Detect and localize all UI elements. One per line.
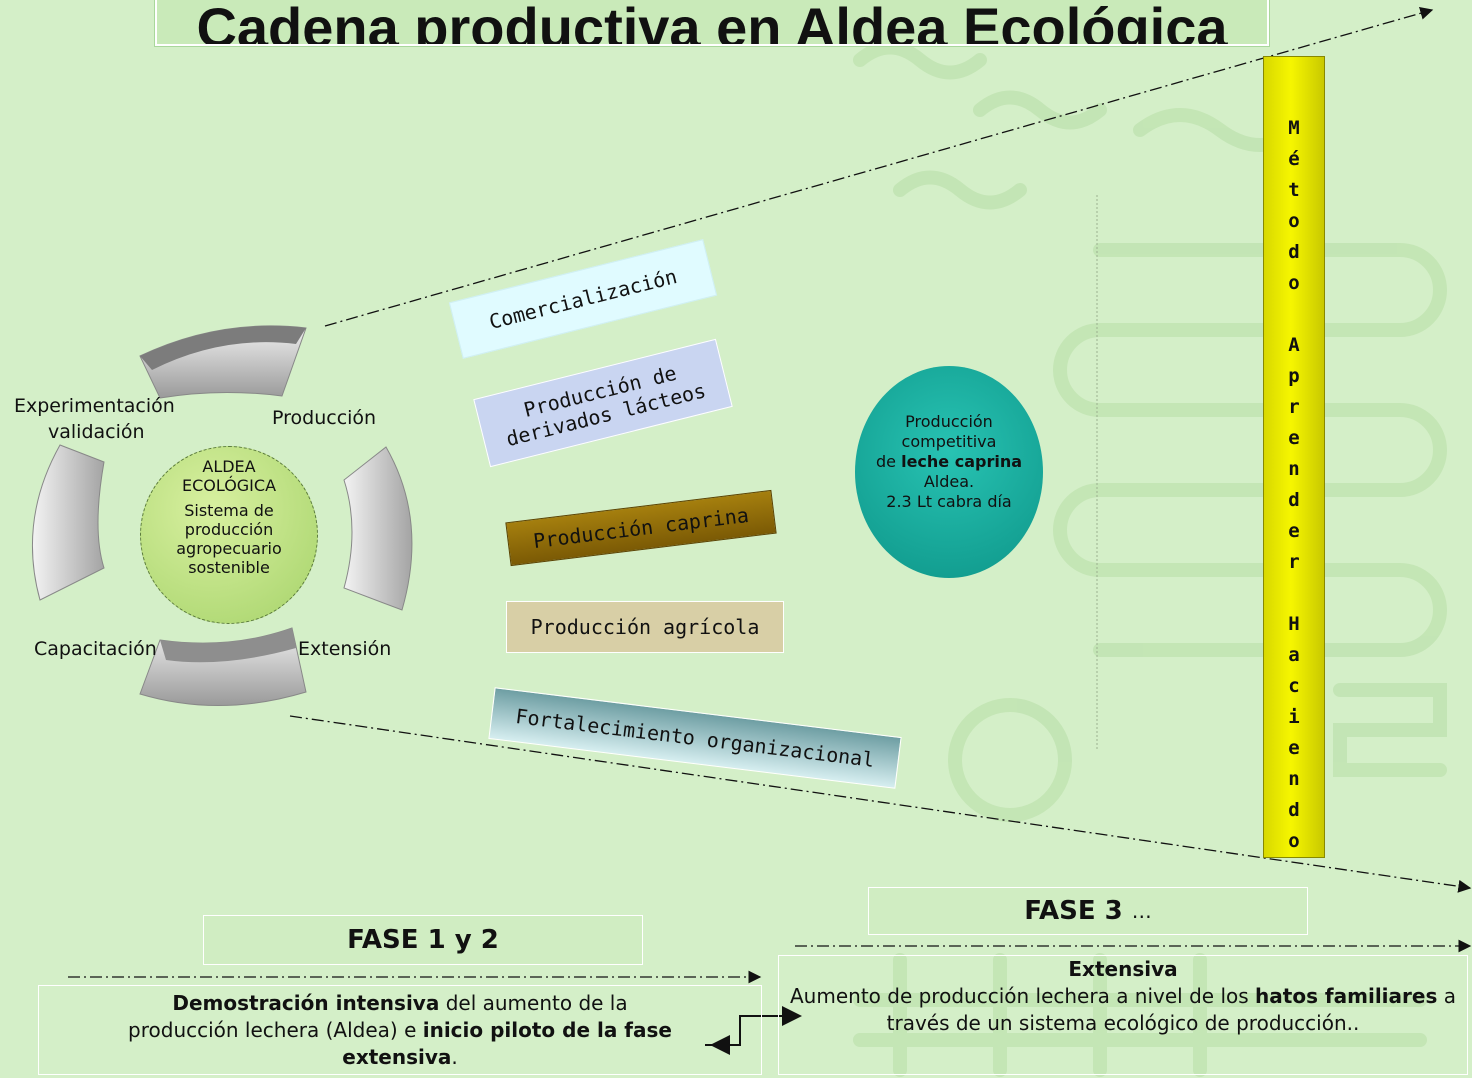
- method-letter: d: [1288, 489, 1300, 511]
- method-letter: n: [1288, 458, 1300, 480]
- label-experimentacion: Experimentación: [14, 395, 175, 417]
- method-letter: o: [1288, 272, 1300, 294]
- cycle-segment-top: [139, 325, 307, 399]
- method-letter: p: [1288, 365, 1300, 387]
- cycle-segment-left: [32, 444, 105, 601]
- method-letter: e: [1288, 520, 1300, 542]
- label-capacitacion: Capacitación: [34, 638, 157, 660]
- title-banner: Cadena productiva en Aldea Ecológica: [155, 0, 1269, 46]
- lower-dashed-arrow: [289, 715, 1472, 893]
- hub-title-line1: ALDEA: [202, 457, 256, 476]
- goal-line3a: de: [875, 452, 902, 471]
- method-letter: A: [1288, 334, 1300, 356]
- method-letter: o: [1288, 830, 1300, 852]
- fase3-heading: Extensiva: [1068, 957, 1178, 981]
- method-letter: d: [1288, 799, 1300, 821]
- fase12-bold2: inicio piloto de la fase extensiva: [342, 1018, 672, 1069]
- fase3-bold1: hatos familiares: [1255, 984, 1438, 1008]
- method-letter: é: [1288, 148, 1300, 170]
- cycle-segment-bottom: [139, 627, 307, 706]
- fase3-text1: Aumento de producción lechera a nivel de…: [790, 984, 1256, 1008]
- goal-line3b: leche caprina: [901, 452, 1023, 471]
- method-letter: e: [1288, 427, 1300, 449]
- method-letter: c: [1288, 675, 1300, 697]
- fase12-bold1: Demostración intensiva: [172, 991, 440, 1015]
- fase3-label: FASE 3: [1024, 896, 1123, 926]
- hub-sub-line2: producción: [184, 520, 274, 539]
- method-letter: i: [1288, 706, 1300, 728]
- goal-circle: Producción competitiva de leche caprina …: [855, 366, 1043, 578]
- page-title: Cadena productiva en Aldea Ecológica: [196, 0, 1228, 46]
- fase12-label: FASE 1 y 2: [347, 925, 499, 955]
- band-agricola-label: Producción agrícola: [530, 615, 760, 639]
- hub-title-line2: ECOLÓGICA: [181, 476, 277, 495]
- method-letter: r: [1288, 551, 1300, 573]
- method-letter: e: [1288, 737, 1300, 759]
- band-produccion-agricola: Producción agrícola: [506, 601, 784, 653]
- hub-sub-line1: Sistema de: [184, 501, 274, 520]
- fase3-label-box: FASE 3 …: [868, 887, 1308, 935]
- method-letter: M: [1288, 117, 1300, 139]
- fase12-label-box: FASE 1 y 2: [203, 915, 643, 965]
- method-letter: a: [1288, 644, 1300, 666]
- goal-line5: 2.3 Lt cabra día: [886, 492, 1012, 511]
- hub-sub-line4: sostenible: [188, 558, 270, 577]
- method-letter: r: [1288, 396, 1300, 418]
- label-extension: Extensión: [298, 638, 392, 660]
- method-letter: d: [1288, 241, 1300, 263]
- upper-dashed-arrow: [324, 6, 1434, 327]
- method-letter: n: [1288, 768, 1300, 790]
- hub-sub-line3: agropecuario: [176, 539, 282, 558]
- goal-line2: competitiva: [901, 432, 997, 451]
- fase12-description: Demostración intensiva del aumento de la…: [38, 985, 762, 1075]
- goal-line1: Producción: [905, 412, 993, 431]
- aldea-ecologica-hub: ALDEA ECOLÓGICA Sistema de producción ag…: [140, 446, 318, 624]
- method-letter: H: [1288, 613, 1300, 635]
- fase3-ellipsis: …: [1131, 899, 1152, 923]
- fase3-description: Extensiva Aumento de producción lechera …: [778, 955, 1468, 1075]
- cycle-segment-right: [343, 446, 413, 611]
- fase3-text2: a través de un sistema ecológico de prod…: [886, 984, 1456, 1035]
- fase12-text2: .: [451, 1045, 458, 1069]
- fase12-text1: del aumento de la producción lechera (Al…: [128, 991, 628, 1042]
- label-validacion: validación: [48, 421, 145, 443]
- label-produccion: Producción: [272, 407, 377, 429]
- goal-line4: Aldea.: [923, 472, 975, 491]
- method-letter: o: [1288, 210, 1300, 232]
- method-letter: t: [1288, 179, 1300, 201]
